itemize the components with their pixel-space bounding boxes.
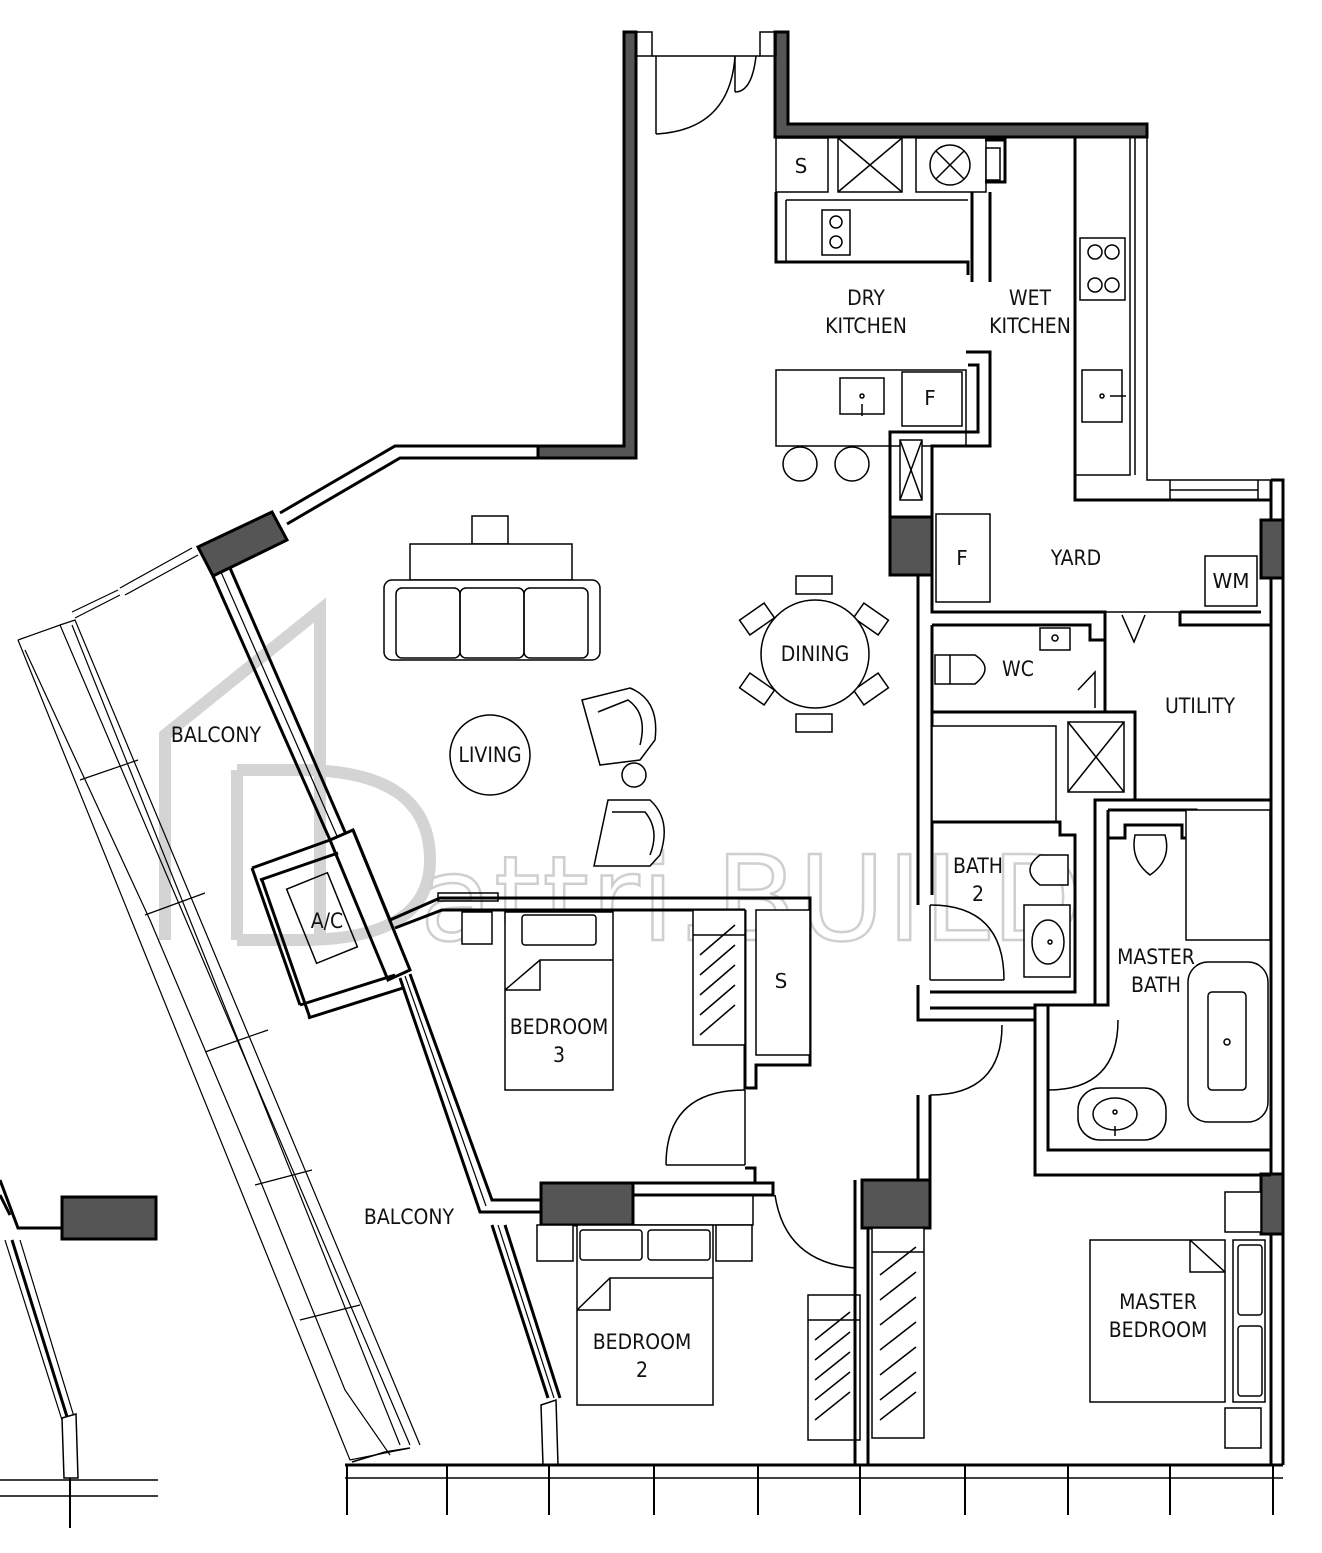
label-wet-kitchen-1: WET: [1009, 286, 1052, 310]
store-top: [775, 137, 829, 193]
label-fridge-kitchen: F: [924, 386, 936, 410]
label-master-bath-1: MASTER: [1117, 945, 1195, 969]
label-dry-kitchen-1: DRY: [847, 286, 885, 310]
label-balcony-bottom: BALCONY: [364, 1205, 455, 1229]
label-master-bedroom-1: MASTER: [1119, 1290, 1197, 1314]
label-bath2-1: BATH: [953, 854, 1003, 878]
master-bedroom: [871, 1024, 1266, 1449]
label-living: LIVING: [458, 743, 521, 767]
label-bedroom3-1: BEDROOM: [510, 1015, 609, 1039]
bedroom-2: [536, 1166, 870, 1465]
balcony-strip: [17, 619, 421, 1463]
neighbour-unit-edge: [0, 1179, 158, 1528]
kitchen: [774, 137, 1271, 517]
label-master-bedroom-2: BEDROOM: [1109, 1318, 1208, 1342]
label-store-top: S: [795, 154, 808, 178]
label-wc: WC: [1002, 657, 1034, 681]
bath-2: [916, 820, 1077, 1022]
label-bedroom2-2: 2: [636, 1358, 648, 1382]
fridge-kitchen: [901, 371, 963, 427]
fridge-yard: [935, 513, 991, 603]
washing-machine-box: [1204, 555, 1258, 607]
label-dry-kitchen-2: KITCHEN: [825, 314, 907, 338]
label-master-bath-2: BATH: [1131, 973, 1181, 997]
dining-chairs: [738, 575, 890, 733]
master-bath: [918, 808, 1271, 1177]
service-zone: [916, 513, 1271, 895]
label-store-corridor: S: [775, 969, 788, 993]
label-dining: DINING: [781, 642, 850, 666]
room-labels: DRY KITCHEN WET KITCHEN YARD DINING LIVI…: [171, 154, 1250, 1382]
label-washing-machine: WM: [1212, 569, 1249, 593]
label-fridge-yard: F: [956, 546, 968, 570]
label-bedroom2-1: BEDROOM: [593, 1330, 692, 1354]
label-utility: UTILITY: [1165, 694, 1236, 718]
label-ac: A/C: [311, 909, 343, 933]
label-yard: YARD: [1050, 546, 1102, 570]
label-bath2-2: 2: [972, 882, 984, 906]
railing-posts: [346, 1465, 1274, 1515]
label-bedroom3-2: 3: [553, 1043, 565, 1067]
label-wet-kitchen-2: KITCHEN: [989, 314, 1071, 338]
label-balcony-top: BALCONY: [171, 723, 262, 747]
living-furniture: [383, 515, 890, 867]
bedroom-3: [461, 896, 812, 1166]
